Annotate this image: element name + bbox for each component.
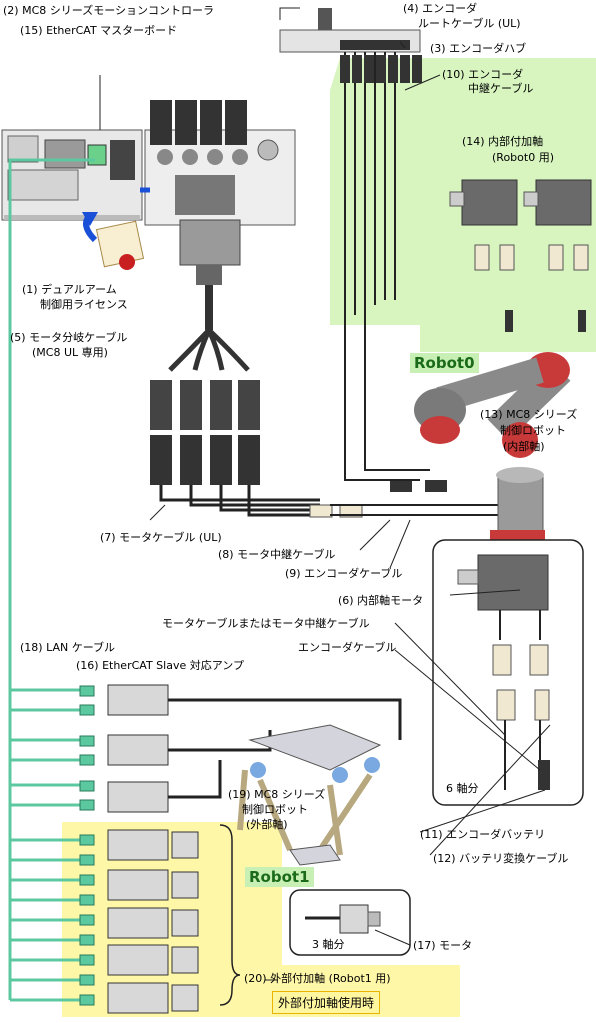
encoder-connectors-top [340, 55, 422, 83]
label-battery-conv-cable: (12) バッテリ変換ケーブル [433, 852, 569, 865]
relay-connectors [309, 480, 447, 518]
internal-axis-detail [432, 539, 584, 806]
lan-cables [8, 158, 95, 1002]
label-3-axes: 3 軸分 [312, 938, 345, 951]
robot-arm-internal [414, 352, 571, 544]
label-robot-external-3: (外部軸) [246, 818, 288, 831]
encoder-hub [279, 8, 421, 53]
label-robot-external-1: (19) MC8 シリーズ [228, 788, 326, 801]
label-robot-external-2: 制御ロボット [242, 803, 308, 816]
motor-branch-cable [150, 219, 260, 485]
label-encoder-relay-1: (10) エンコーダ [442, 68, 524, 81]
label-license-1: (1) デュアルアーム [22, 283, 117, 296]
label-license-2: 制御用ライセンス [40, 298, 128, 311]
internal-axis-motors [449, 179, 592, 332]
label-encoder-cable-2: エンコーダケーブル [298, 641, 397, 654]
robot0-label: Robot0 [410, 353, 479, 373]
label-encoder-cable: (9) エンコーダケーブル [285, 567, 403, 580]
license-certificate [82, 212, 145, 270]
motion-controller [1, 129, 143, 221]
label-robot-internal-2: 制御ロボット [500, 424, 566, 437]
ethercat-amplifiers [107, 684, 169, 1014]
encoder-relay-cables [344, 52, 396, 320]
label-internal-motor: (6) 内部軸モータ [338, 594, 424, 607]
label-motor-relay-cable: (8) モータ中継ケーブル [218, 548, 336, 561]
label-robot-internal-1: (13) MC8 シリーズ [480, 408, 578, 421]
label-ethercat-amp: (16) EtherCAT Slave 対応アンプ [76, 659, 244, 672]
label-encoder-root-cable-2: ルートケーブル (UL) [418, 17, 521, 30]
drive-unit [140, 100, 296, 226]
label-motor-cable: (7) モータケーブル (UL) [100, 531, 222, 544]
label-encoder-relay-2: 中継ケーブル [468, 82, 534, 95]
label-controller: (2) MC8 シリーズモーションコントローラ [3, 4, 214, 17]
label-external-axis: (20) 外部付加軸 (Robot1 用) [244, 972, 391, 985]
external-axis-use-tag: 外部付加軸使用時 [272, 991, 381, 1014]
label-branch-cable-2: (MC8 UL 専用) [32, 346, 108, 359]
label-encoder-battery: (11) エンコーダバッテリ [420, 828, 546, 841]
label-internal-axis-2: (Robot0 用) [492, 151, 554, 164]
robot-cables [330, 310, 500, 516]
motor-cables [159, 485, 320, 517]
robot1-label: Robot1 [245, 867, 314, 887]
external-motors [171, 831, 199, 1012]
label-lan-cable: (18) LAN ケーブル [20, 641, 116, 654]
external-motor-detail [289, 889, 411, 956]
label-motor-or-relay-cable: モータケーブルまたはモータ中継ケーブル [162, 617, 370, 630]
bracket-20 [219, 824, 241, 1006]
label-branch-cable-1: (5) モータ分岐ケーブル [10, 331, 128, 344]
robot-arm-external [237, 724, 382, 866]
leader-lines [99, 7, 551, 981]
label-encoder-hub: (3) エンコーダハブ [430, 42, 527, 55]
label-internal-axis-1: (14) 内部付加軸 [462, 135, 544, 148]
label-motor: (17) モータ [413, 939, 473, 952]
label-master-board: (15) EtherCAT マスターボード [20, 24, 178, 37]
label-encoder-root-cable-1: (4) エンコーダ [403, 2, 478, 15]
label-robot-internal-3: (内部軸) [503, 440, 545, 453]
lan-connectors [79, 685, 95, 1006]
label-6-axes: 6 軸分 [446, 782, 479, 795]
